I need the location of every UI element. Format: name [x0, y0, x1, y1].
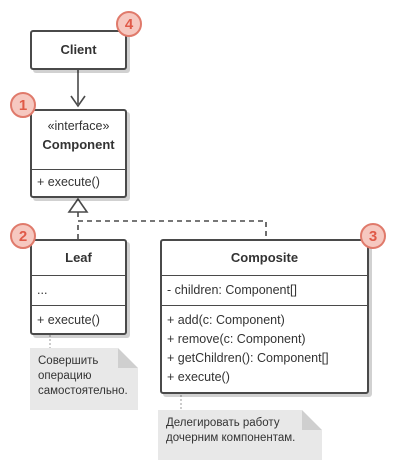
component-title: Component: [42, 137, 115, 152]
composite-field: - children: Component[]: [167, 283, 297, 297]
note-fold: [118, 348, 138, 368]
composite-method: + remove(c: Component): [167, 332, 306, 346]
leaf-note: Совершить операцию самостоятельно.: [30, 348, 138, 410]
composite-method: + execute(): [167, 370, 230, 384]
composite-box: Composite - children: Component[] + add(…: [160, 239, 369, 394]
leaf-title: Leaf: [65, 250, 92, 265]
component-method: + execute(): [37, 175, 100, 189]
note-fold: [302, 410, 322, 430]
composite-note-line: Делегировать работу: [166, 417, 280, 429]
leaf-divider-1: [32, 275, 125, 276]
component-divider: [32, 169, 125, 170]
composite-badge: 3: [360, 223, 386, 249]
composite-realization-line: [78, 220, 267, 239]
leaf-note-line: Совершить: [38, 355, 99, 367]
leaf-field: ...: [37, 283, 48, 297]
composite-note: Делегировать работу дочерним компонентам…: [158, 410, 322, 460]
leaf-note-line: операцию: [38, 370, 92, 382]
leaf-box: Leaf ... + execute(): [30, 239, 127, 335]
component-badge: 1: [10, 92, 36, 118]
realization-triangle: [67, 197, 89, 213]
composite-divider-2: [162, 305, 367, 306]
arrow-head: [70, 95, 86, 108]
client-box: Client: [30, 30, 127, 70]
component-box: «interface» Component + execute(): [30, 109, 127, 198]
component-stereotype: «interface»: [47, 119, 110, 133]
client-title: Client: [60, 42, 97, 57]
leaf-divider-2: [32, 305, 125, 306]
composite-note-line: дочерним компонентам.: [166, 432, 296, 444]
composite-method: + getChildren(): Component[]: [167, 351, 329, 365]
composite-title: Composite: [230, 250, 299, 265]
client-badge: 4: [116, 11, 142, 37]
composite-method: + add(c: Component): [167, 313, 285, 327]
leaf-note-line: самостоятельно.: [38, 385, 128, 397]
leaf-badge: 2: [10, 223, 36, 249]
leaf-method: + execute(): [37, 313, 100, 327]
composite-divider-1: [162, 275, 367, 276]
